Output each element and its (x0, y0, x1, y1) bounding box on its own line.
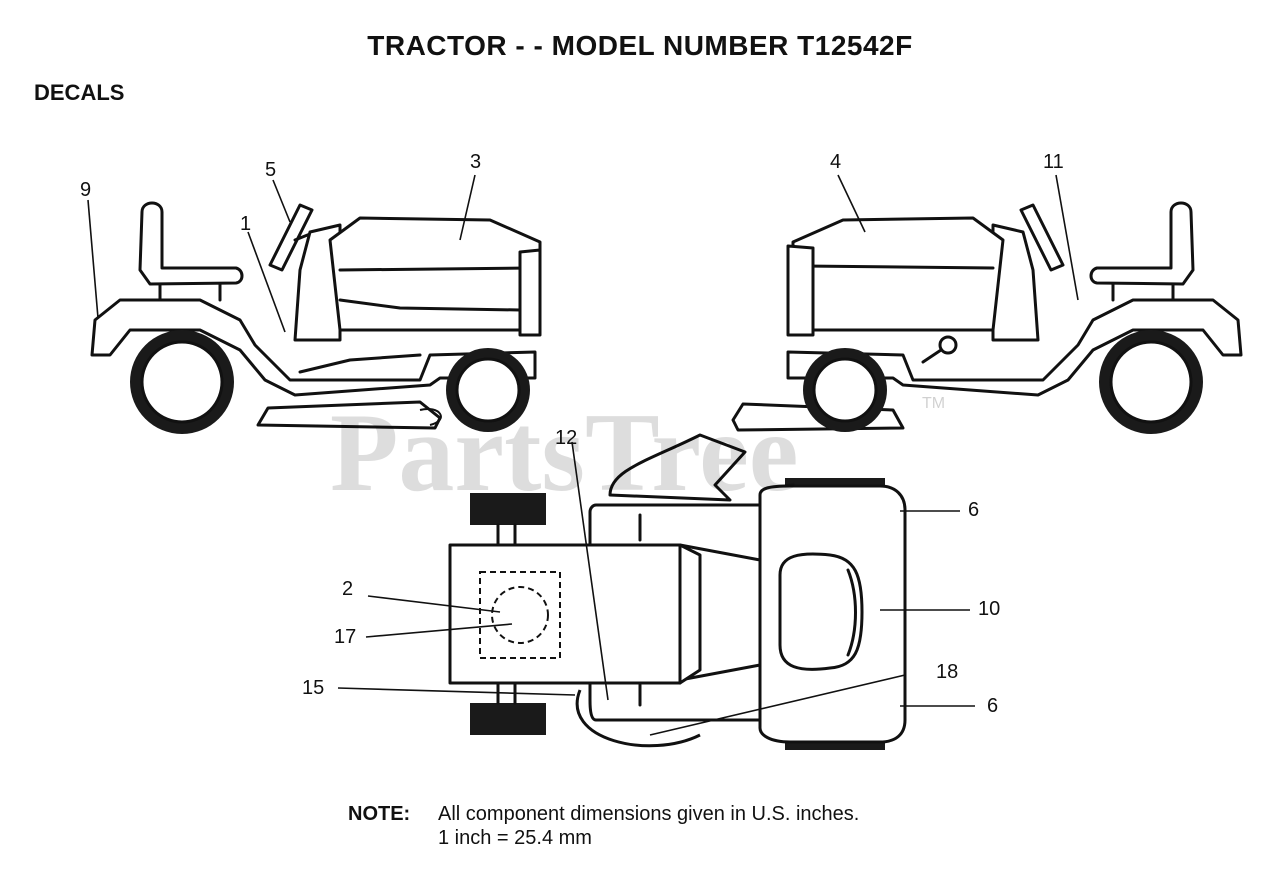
callout-10: 10 (978, 598, 1000, 620)
callout-9: 9 (80, 179, 91, 201)
note-line-2: 1 inch = 25.4 mm (438, 827, 592, 849)
callout-6-upper: 6 (968, 499, 979, 521)
callout-6-lower: 6 (987, 695, 998, 717)
watermark-tm: TM (922, 395, 945, 412)
tractor-left-side-view (90, 201, 542, 434)
callout-3: 3 (470, 151, 481, 173)
note-line-1: All component dimensions given in U.S. i… (438, 803, 860, 825)
rear-tire-top (470, 493, 546, 525)
callout-15: 15 (302, 677, 324, 699)
callout-2: 2 (342, 578, 353, 600)
watermark: PartsTree (330, 391, 799, 515)
callout-4: 4 (830, 151, 841, 173)
callout-11: 11 (1043, 151, 1064, 173)
tractor-right-side-view (731, 201, 1243, 434)
section-heading: DECALS (34, 80, 125, 105)
tractor-top-view (448, 433, 907, 750)
note-label: NOTE: (348, 803, 411, 825)
callout-18: 18 (936, 661, 958, 683)
rear-tire-bottom (470, 703, 546, 735)
callout-12: 12 (555, 427, 577, 449)
leader-lines (87, 174, 1079, 736)
callout-5: 5 (265, 159, 276, 181)
callout-labels: 9 5 1 3 4 11 12 6 2 17 15 10 18 6 (80, 151, 1064, 717)
callout-1: 1 (240, 213, 251, 235)
callout-17: 17 (334, 626, 356, 648)
page-title: TRACTOR - - MODEL NUMBER T12542F (367, 30, 913, 61)
dimension-note: NOTE: All component dimensions given in U… (348, 802, 859, 850)
